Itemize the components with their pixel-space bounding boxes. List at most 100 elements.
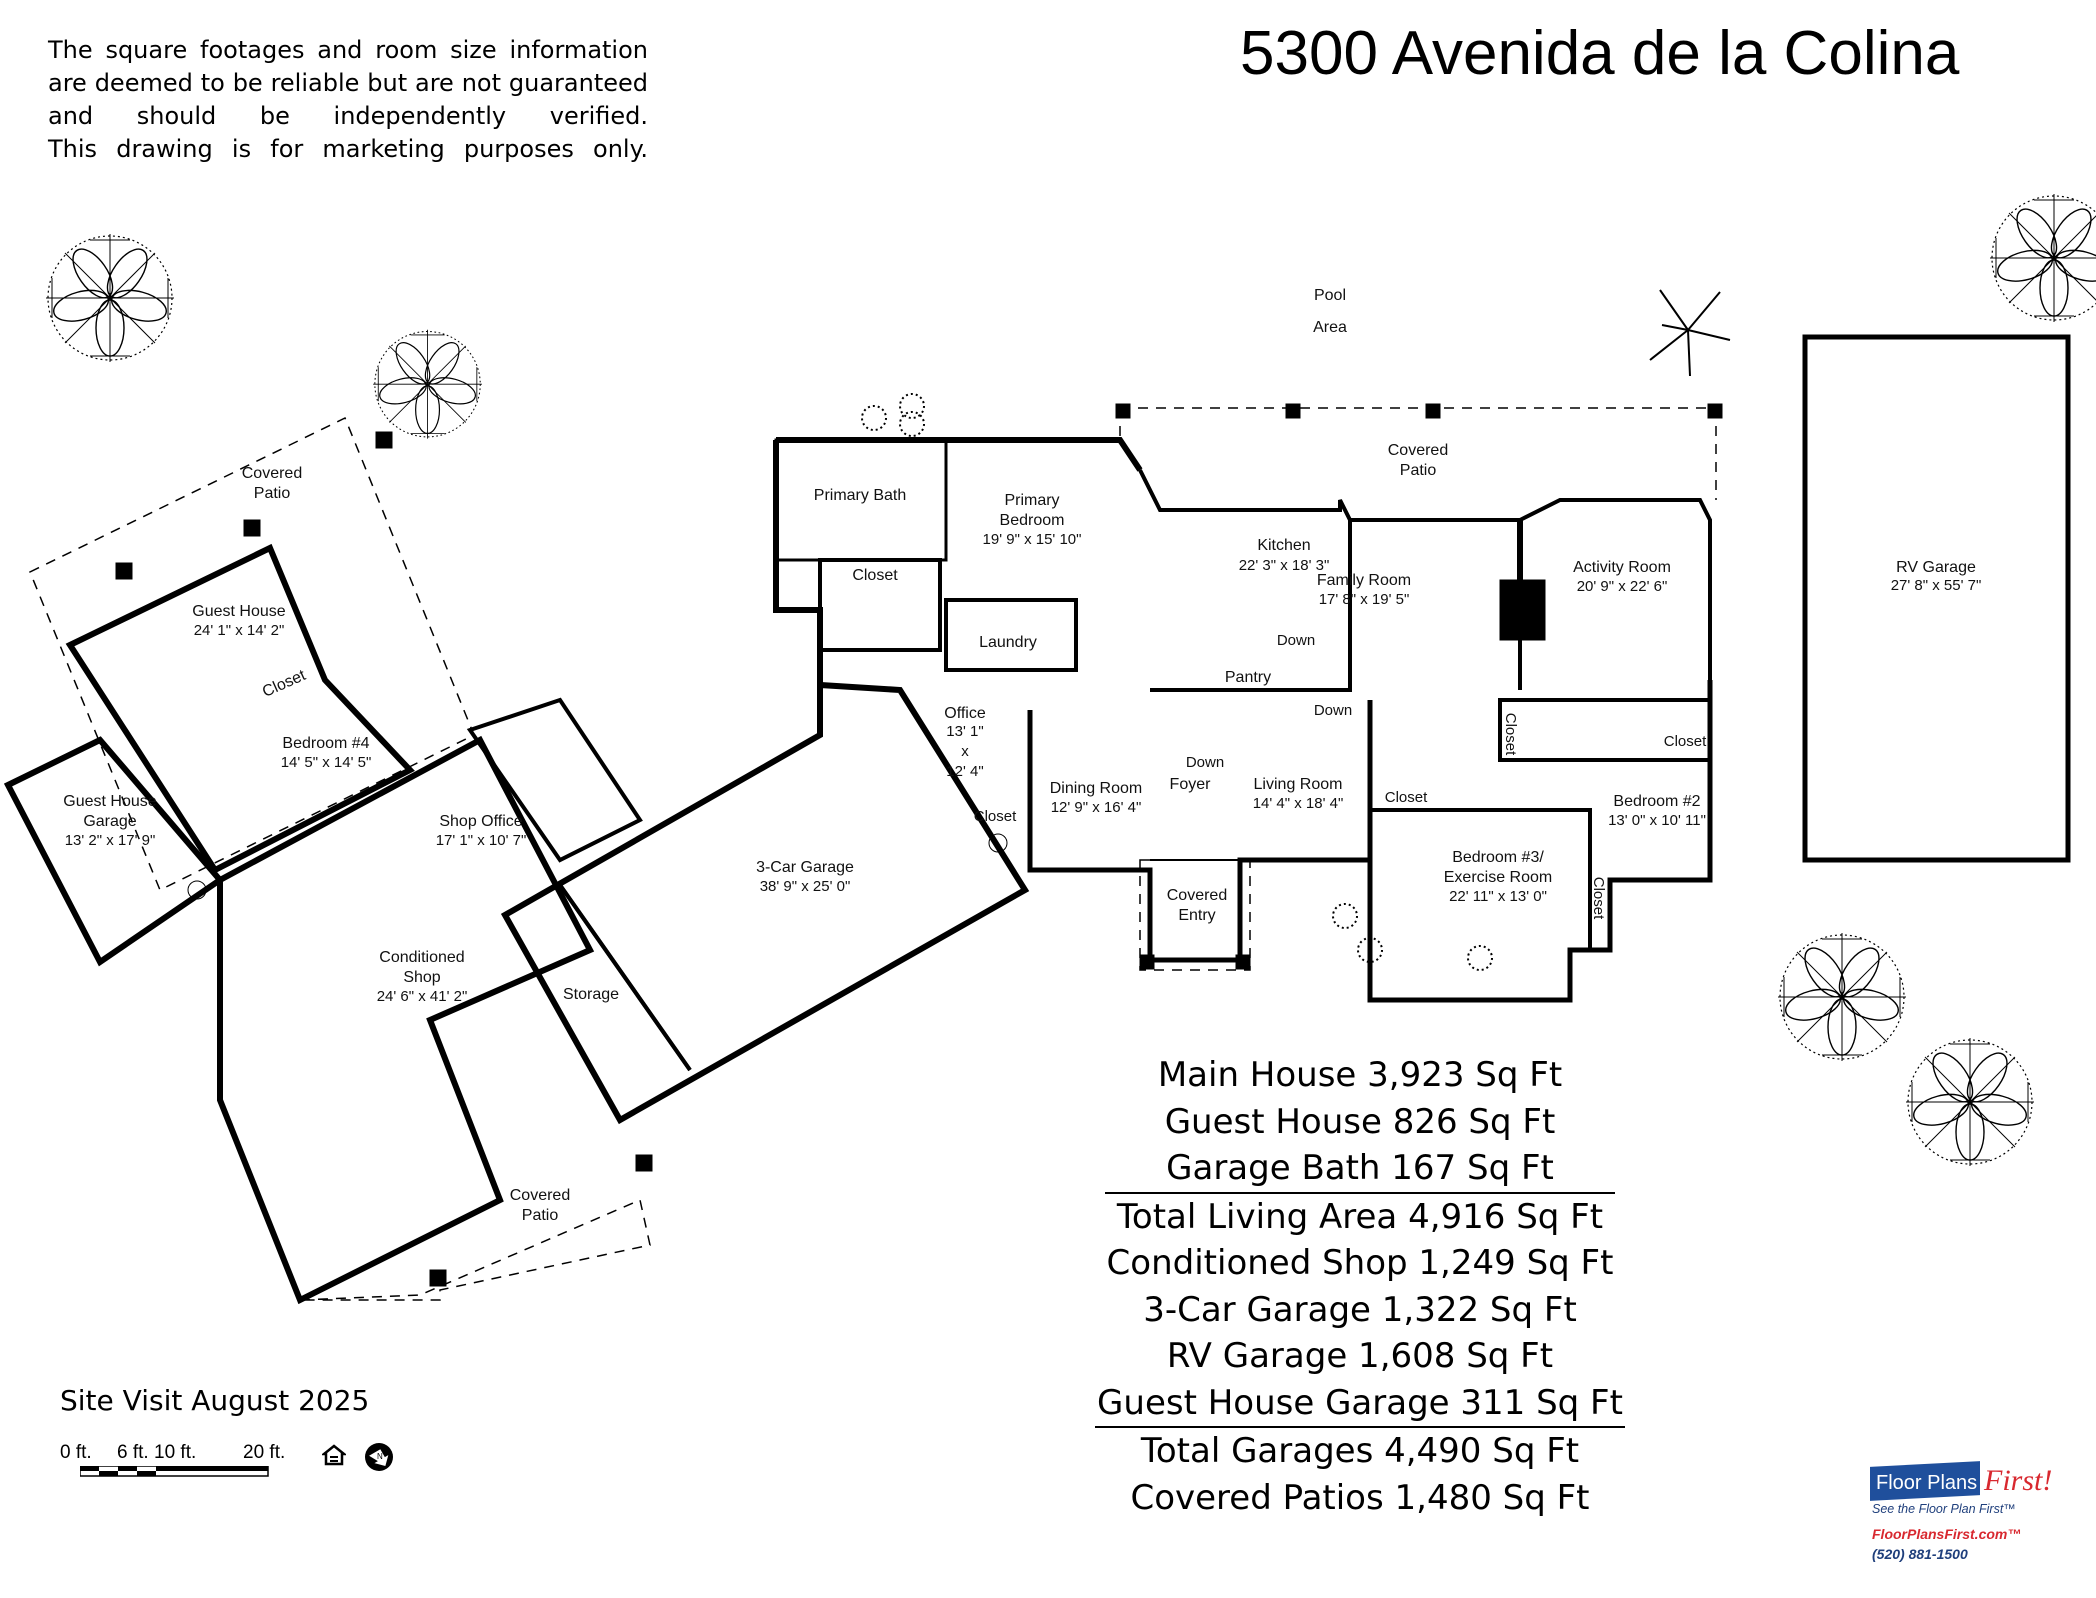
dining-room-label: Dining Room [1050, 780, 1142, 797]
tree-icon [1989, 193, 2096, 323]
office-label: Office [944, 705, 986, 722]
logo-tagline: See the Floor Plan First™ [1872, 1502, 2016, 1516]
bedroom4-label: Bedroom #4 [282, 735, 369, 752]
palm-tree-icon [1649, 289, 1731, 377]
disclaimer-line: and should be independently verified. [48, 102, 648, 130]
svg-text:N: N [377, 1452, 383, 1461]
closet-label: Closet [1590, 877, 1607, 920]
shop-office-label: Shop Office [439, 813, 522, 830]
main-house-structure [773, 403, 1723, 1003]
tree-icon [45, 233, 175, 363]
kitchen-label: Kitchen [1257, 537, 1310, 554]
conditioned-shop-label: Shop [403, 969, 440, 986]
primary-bedroom-dims: 19' 9" x 15' 10" [983, 531, 1082, 548]
divider [1095, 1426, 1625, 1428]
stairs-down-label: Down [1186, 754, 1224, 771]
tree-icon [1905, 1037, 2035, 1167]
covered-patio-label: Patio [1400, 462, 1437, 479]
property-address-title: 5300 Avenida de la Colina [1240, 19, 1960, 88]
scale-bar [80, 1466, 269, 1477]
foyer-label: Foyer [1170, 776, 1212, 793]
water-heater-icon [187, 833, 1008, 900]
sqft-guest-house: Guest House 826 Sq Ft [1164, 1101, 1556, 1142]
pool-area-label: Pool [1314, 287, 1346, 304]
three-car-garage-label: 3-Car Garage [756, 859, 854, 876]
kitchen-dims: 22' 3" x 18' 3" [1239, 557, 1330, 574]
site-visit-label: Site Visit August 2025 [60, 1384, 370, 1417]
north-arrow-icon: N [365, 1443, 393, 1471]
covered-patio-label: Patio [522, 1207, 559, 1224]
closet-label: Closet [1502, 713, 1519, 756]
closet-label: Closet [1664, 733, 1707, 750]
tree-icon [372, 329, 483, 440]
shop-office-dims: 17' 1" x 10' 7" [436, 832, 527, 849]
scale-label-0: 0 ft. [60, 1442, 92, 1463]
rv-garage-label: RV Garage [1896, 559, 1976, 576]
sqft-main-house: Main House 3,923 Sq Ft [1157, 1055, 1563, 1095]
covered-entry-label: Entry [1178, 907, 1215, 924]
three-car-garage-dims: 38' 9" x 25' 0" [760, 878, 851, 895]
dining-room-dims: 12' 9" x 16' 4" [1051, 799, 1142, 816]
scale-label-10: 10 ft. [154, 1442, 197, 1463]
disclaimer: The square footages and room size inform… [48, 34, 648, 166]
bedroom4-dims: 14' 5" x 14' 5" [281, 754, 372, 771]
guest-house-label: Guest House [192, 603, 285, 620]
logo-script: First! [1984, 1464, 2053, 1497]
sqft-conditioned-shop: Conditioned Shop 1,249 Sq Ft [1106, 1243, 1614, 1283]
equal-housing-icon [322, 1444, 346, 1466]
guest-house-dims: 24' 1" x 14' 2" [194, 622, 285, 639]
conditioned-shop-label: Conditioned [379, 949, 464, 966]
sqft-total-living: Total Living Area 4,916 Sq Ft [1116, 1196, 1604, 1237]
pool-area-label: Area [1313, 319, 1347, 336]
primary-bath-label: Primary Bath [814, 487, 906, 504]
stairs-down-label: Down [1314, 702, 1352, 719]
activity-room-dims: 20' 9" x 22' 6" [1577, 578, 1668, 595]
guest-house-garage-label: Garage [83, 813, 136, 830]
bedroom3-dims: 22' 11" x 13' 0" [1449, 888, 1547, 905]
rv-garage-structure [1802, 334, 2071, 863]
sqft-rv-garage: RV Garage 1,608 Sq Ft [1166, 1336, 1554, 1376]
disclaimer-line: The square footages and room size inform… [48, 36, 648, 64]
square-footage-summary: Main House 3,923 Sq Ft Guest House 826 S… [1080, 1052, 1640, 1521]
office-dims: x [961, 743, 969, 760]
living-room-dims: 14' 4" x 18' 4" [1253, 795, 1344, 812]
primary-closet-label: Closet [852, 567, 898, 584]
closet-label: Closet [1385, 789, 1428, 806]
primary-bedroom-label: Primary [1004, 492, 1059, 509]
logo-url: FloorPlansFirst.com™ [1872, 1526, 2022, 1542]
logo-phone: (520) 881-1500 [1872, 1546, 1968, 1562]
conditioned-shop-dims: 24' 6" x 41' 2" [377, 988, 468, 1005]
stairs-down-label: Down [1277, 632, 1315, 649]
scale-label-6: 6 ft. [117, 1442, 149, 1463]
living-room-label: Living Room [1254, 776, 1343, 793]
sqft-garage-bath: Garage Bath 167 Sq Ft [1166, 1148, 1554, 1188]
three-car-garage-structure [500, 681, 1030, 1125]
bedroom3-label: Exercise Room [1444, 869, 1552, 886]
divider [1105, 1191, 1615, 1194]
bedroom2-label: Bedroom #2 [1613, 793, 1700, 810]
guest-house-garage-dims: 13' 2" x 17' 9" [65, 832, 156, 849]
shrub-icon [861, 393, 925, 437]
laundry-label: Laundry [979, 634, 1037, 651]
office-dims: 13' 1" [946, 723, 983, 740]
tree-icon [1777, 932, 1907, 1062]
storage-label: Storage [563, 986, 619, 1003]
bedroom3-label: Bedroom #3/ [1452, 849, 1544, 866]
sqft-covered-patios: Covered Patios 1,480 Sq Ft [1130, 1477, 1590, 1518]
covered-patio-label: Covered [1388, 442, 1448, 459]
primary-bedroom-label: Bedroom [1000, 512, 1065, 529]
guest-house-garage-label: Guest House [63, 793, 156, 810]
sqft-total-garages: Total Garages 4,490 Sq Ft [1140, 1431, 1580, 1471]
sqft-guest-house-garage: Guest House Garage 311 Sq Ft [1097, 1382, 1623, 1423]
shrub-icon [1332, 903, 1493, 971]
covered-patio-label: Covered [510, 1187, 570, 1204]
scale-label-20: 20 ft. [243, 1442, 286, 1463]
floor-plans-first-logo: Floor Plans First! See the Floor Plan Fi… [1866, 1454, 2086, 1594]
rv-garage-dims: 27' 8" x 55' 7" [1891, 577, 1982, 594]
disclaimer-line: are deemed to be reliable but are not gu… [48, 69, 648, 97]
conditioned-shop-structure [217, 697, 653, 1305]
bedroom2-dims: 13' 0" x 10' 11" [1608, 812, 1706, 829]
family-room-label: Family Room [1317, 572, 1411, 589]
office-closet-label: Closet [974, 808, 1017, 825]
